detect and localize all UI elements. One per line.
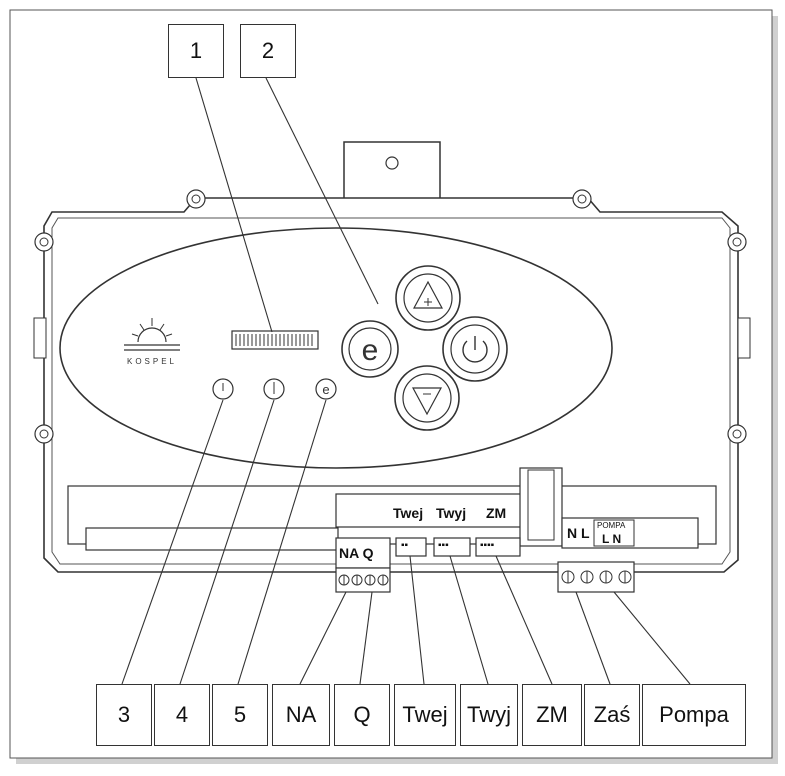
callout-2: 2: [240, 24, 296, 78]
svg-text:e: e: [362, 334, 379, 367]
callout-3: 3: [96, 684, 152, 746]
mounting-tab: [343, 141, 441, 205]
terminal-screw-icon: [561, 570, 575, 584]
callout-twyj: Twyj: [460, 684, 518, 746]
divider-inner: [527, 469, 555, 541]
zm-connector: [475, 537, 521, 557]
terminal-screw-icon: [618, 570, 632, 584]
screw-icon: [727, 232, 747, 252]
label-zm-dots: ▪▪▪▪: [480, 540, 495, 551]
callout-4: 4: [154, 684, 210, 746]
terminal-screw-icon: [364, 574, 376, 586]
logo-text: KOSPEL: [127, 357, 177, 366]
callout-twej: Twej: [394, 684, 456, 746]
label-pompa: POMPA: [597, 521, 626, 530]
down-minus-button[interactable]: [394, 365, 460, 431]
callout-1: 1: [168, 24, 224, 78]
terminal-screw-icon: [338, 574, 350, 586]
thermometer-led-icon: [263, 378, 285, 400]
terminal-screw-icon: [599, 570, 613, 584]
twyj-connector: [433, 537, 471, 557]
screw-icon: [34, 232, 54, 252]
up-plus-button[interactable]: [395, 265, 461, 331]
side-clip-left: [33, 317, 47, 359]
power-led-icon: [212, 378, 234, 400]
logo-icon: [124, 318, 180, 351]
terminal-screw-icon: [580, 570, 594, 584]
mounting-hole-icon: [385, 156, 399, 170]
label-na-q: NA Q: [339, 545, 374, 561]
screw-icon: [186, 189, 206, 209]
callout-q: Q: [334, 684, 390, 746]
na-q-connector: [335, 537, 391, 569]
screw-icon: [34, 424, 54, 444]
terminal-label-strip: [335, 493, 522, 528]
display: [231, 330, 319, 350]
power-button[interactable]: [442, 316, 508, 382]
label-power-nl: N L: [567, 525, 590, 541]
cover-slot: [85, 527, 339, 551]
leader-lines: [121, 77, 691, 685]
label-zm-top: ZM: [486, 505, 507, 521]
front-panel: [59, 227, 613, 469]
callout-pompa: Pompa: [642, 684, 746, 746]
side-clip-right: [737, 317, 751, 359]
terminal-screw-icon: [377, 574, 389, 586]
label-twyj-dots: ▪▪▪: [438, 540, 449, 551]
e-led-icon: e: [315, 378, 337, 400]
housing-inner: [51, 217, 731, 565]
terminal-screw-icon: [351, 574, 363, 586]
svg-text:e: e: [322, 382, 329, 397]
label-twyj-top: Twyj: [436, 505, 467, 521]
twej-connector: [395, 537, 427, 557]
e-button[interactable]: e: [341, 320, 399, 378]
label-twej-top: Twej: [393, 505, 424, 521]
callout-5: 5: [212, 684, 268, 746]
label-pompa-ln: L N: [602, 532, 622, 546]
screw-icon: [572, 189, 592, 209]
label-twej-dots: ▪▪: [401, 540, 409, 551]
callout-zas: Zaś: [584, 684, 640, 746]
callout-na: NA: [272, 684, 330, 746]
screw-icon: [727, 424, 747, 444]
pompa-box: [593, 519, 635, 547]
callout-zm: ZM: [522, 684, 582, 746]
